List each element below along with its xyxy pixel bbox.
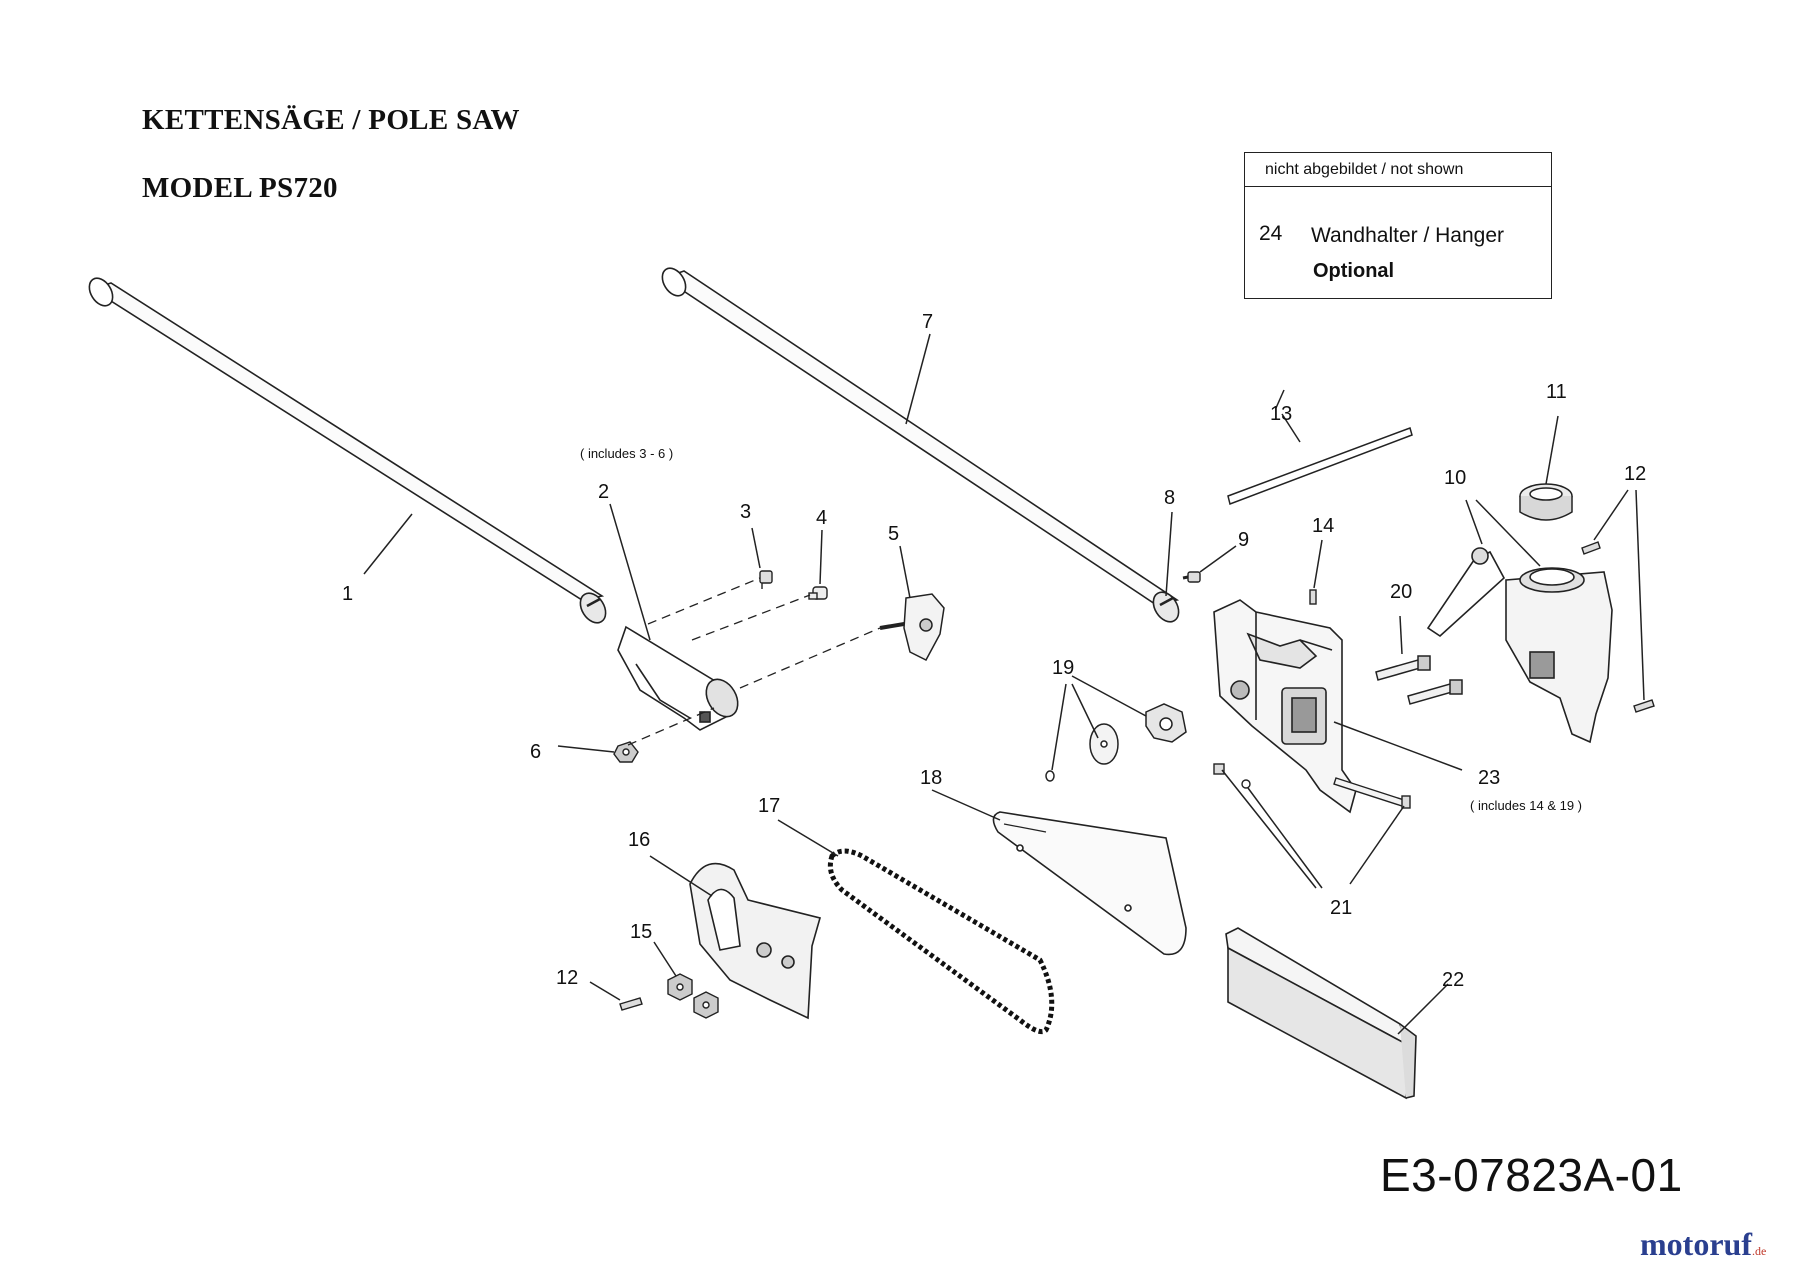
note-includes-3-6: ( includes 3 - 6 ) (580, 446, 673, 461)
callout-20: 20 (1390, 581, 1412, 603)
part-12-screws-right (1581, 541, 1655, 713)
part-4-pin (808, 586, 828, 600)
note-includes-14-19: ( includes 14 & 19 ) (1470, 798, 1582, 813)
callout-6: 6 (530, 741, 541, 763)
part-15-nuts (667, 973, 719, 1019)
callout-23: 23 (1478, 767, 1500, 789)
part-1-lower-pole (88, 277, 607, 624)
callout-5: 5 (888, 523, 899, 545)
part-2-coupler (617, 625, 739, 731)
callout-16: 16 (628, 829, 650, 851)
brand-tld: .de (1751, 1244, 1767, 1258)
callout-7: 7 (922, 311, 933, 333)
callout-11: 11 (1546, 381, 1567, 403)
callout-labels: 1 2 3 4 5 6 7 8 9 10 11 12 12 13 14 15 1… (342, 311, 1646, 991)
callout-22: 22 (1442, 969, 1464, 991)
callout-18: 18 (920, 767, 942, 789)
callout-14: 14 (1312, 515, 1334, 537)
part-20-bolts (1375, 655, 1463, 705)
part-16-sprocket-cover (689, 862, 821, 1020)
part-17-saw-chain (827, 848, 1055, 1035)
part-3-screw (759, 570, 773, 589)
part-14-pin (1309, 589, 1317, 605)
brand-name: motoruf (1640, 1226, 1752, 1262)
callout-19: 19 (1052, 657, 1074, 679)
part-12-screw-left (619, 997, 643, 1011)
part-22-scabbard (1225, 927, 1417, 1100)
brand-logo: motoruf.de (1640, 1226, 1766, 1263)
callout-12-left: 12 (556, 967, 578, 989)
callout-12-right: 12 (1624, 463, 1646, 485)
callout-8: 8 (1164, 487, 1175, 509)
part-6-nut (613, 741, 639, 763)
callout-21: 21 (1330, 897, 1352, 919)
callout-1: 1 (342, 583, 353, 605)
part-7-upper-pole (661, 267, 1180, 623)
part-21-fasteners (1213, 763, 1411, 809)
diagram-title: KETTENSÄGE / POLE SAW (142, 104, 520, 136)
callout-9: 9 (1238, 529, 1249, 551)
part-19-sprocket-set (1045, 703, 1187, 782)
part-5-star-knob (879, 593, 945, 661)
callout-2: 2 (598, 481, 609, 503)
callout-13: 13 (1270, 403, 1292, 425)
callout-10: 10 (1444, 467, 1466, 489)
part-11-oil-cap (1519, 483, 1573, 521)
not-shown-legend-box: nicht abgebildet / not shown 24 Wandhalt… (1244, 152, 1552, 299)
part-23-gear-housing (1213, 599, 1357, 814)
legend-item-optional: Optional (1313, 260, 1395, 282)
legend-item-number: 24 (1259, 222, 1283, 245)
part-10-oil-tank (1426, 547, 1613, 744)
callout-leader-lines (363, 333, 1645, 1035)
callout-17: 17 (758, 795, 780, 817)
legend-item-name: Wandhalter / Hanger (1311, 224, 1504, 247)
part-18-guide-bar (992, 811, 1187, 956)
legend-heading: nicht abgebildet / not shown (1245, 153, 1551, 187)
part-9-screw (1182, 571, 1201, 583)
part-13-rod (1227, 427, 1413, 506)
diagram-code: E3-07823A-01 (1380, 1149, 1683, 1201)
callout-15: 15 (630, 921, 652, 943)
assembly-guide-lines (627, 577, 881, 746)
model-label: MODEL PS720 (142, 172, 338, 204)
callout-4: 4 (816, 507, 827, 529)
callout-3: 3 (740, 501, 751, 523)
